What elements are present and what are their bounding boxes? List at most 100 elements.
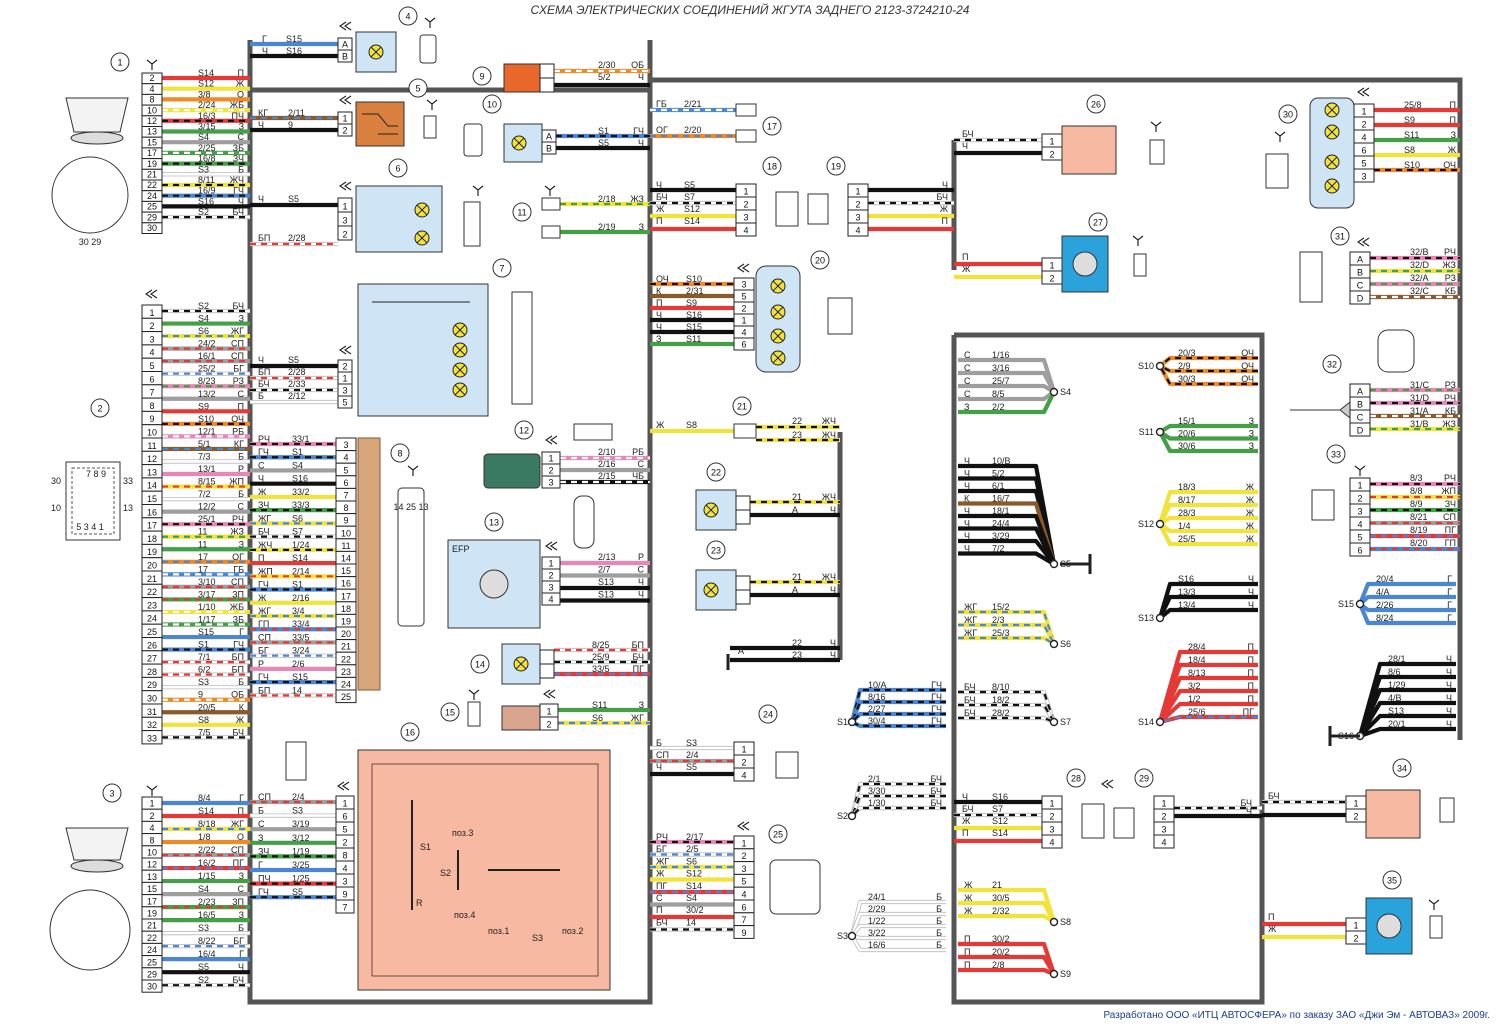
- wire-color-code: БЧ: [258, 527, 270, 537]
- wire-code: S1: [292, 580, 303, 590]
- wire-code: 2/5: [686, 844, 699, 854]
- wire-code: 14: [686, 917, 696, 927]
- pin-cell: [541, 592, 561, 606]
- component-number: 18: [767, 162, 777, 172]
- wire-code: S16: [292, 474, 308, 484]
- wire-code: 11: [198, 539, 207, 549]
- wire-core: [851, 806, 946, 817]
- pin-number: 1: [546, 707, 551, 717]
- pin-cell: [141, 222, 163, 235]
- wire-color-code: ЖЗ: [230, 527, 244, 537]
- wire-code: 15/2: [992, 602, 1010, 612]
- lamp-cross: [1326, 126, 1338, 138]
- splice-s4-wire: [958, 390, 1056, 402]
- wire-color-code: БЧ: [930, 774, 942, 784]
- component-number-badge: [514, 420, 534, 440]
- wire-code: S9: [1404, 115, 1415, 125]
- wire-color-code: ГЧ: [931, 692, 942, 702]
- block-8-face: [397, 487, 425, 627]
- wire-code: 20/5: [198, 702, 216, 712]
- pin-number: 32: [147, 720, 157, 730]
- wire-code: S8: [198, 715, 209, 725]
- pin-number: B: [546, 144, 552, 154]
- pin-number: 4: [1049, 838, 1054, 848]
- connector-10-pins: [541, 129, 557, 155]
- wire-code: 8/11: [198, 175, 215, 185]
- pin-number: 1: [743, 187, 748, 197]
- wire-color-code: Ч: [964, 469, 970, 479]
- wire-code: 8/19: [1410, 525, 1428, 535]
- pin-number: 9: [149, 414, 154, 424]
- connector-28-face-2: [1113, 807, 1135, 839]
- wire-code: 2/29: [868, 904, 886, 914]
- wire-color-code: БГ: [233, 364, 244, 374]
- component-number: 9: [479, 72, 484, 82]
- pin-cell: [733, 337, 755, 351]
- pin-number: 3: [1161, 825, 1166, 835]
- wire-color-code: З: [1249, 441, 1254, 451]
- connector-fork-icon: [468, 689, 480, 700]
- wire-color-code: БЧ: [232, 301, 244, 311]
- wire-code: А: [792, 505, 798, 515]
- pin-number: 12: [147, 860, 157, 870]
- wire-color-code: Ж: [1448, 145, 1457, 155]
- component-number-badge: [1392, 758, 1412, 778]
- pin-number: 8: [149, 95, 154, 105]
- pin-number: 1: [1353, 921, 1358, 931]
- component-number-badge: [482, 94, 502, 114]
- wire-color-code: П: [1450, 115, 1456, 125]
- wire-color-code: РБ: [632, 447, 644, 457]
- wire-color-code: Б: [238, 677, 244, 687]
- wire-color-code: Г: [239, 949, 244, 959]
- wire-color-code: С: [238, 389, 245, 399]
- wire-color-code: ЗЧ: [1445, 499, 1456, 509]
- wire-code: 31/С: [1410, 380, 1430, 390]
- pin-number: 4: [149, 348, 154, 358]
- splice-s2-node: [847, 811, 857, 821]
- wire-code: 1/30: [868, 798, 886, 808]
- wire-color-code: Ж: [1246, 495, 1255, 505]
- splice-s12-node: [1155, 519, 1165, 529]
- wire-color-code: БЧ: [258, 379, 270, 389]
- connector-29-pins: [1153, 795, 1175, 849]
- splice-s12-wire: [1158, 515, 1258, 526]
- pin-number: 1: [741, 838, 746, 848]
- pin-number: 14: [147, 481, 157, 491]
- connector-arrow-icon: [1357, 237, 1370, 247]
- wire-code: 13/3: [1178, 587, 1196, 597]
- splice-s8-wire: [958, 913, 1056, 924]
- wire-color-code: К: [239, 702, 245, 712]
- splice-s13-wire: [1158, 594, 1258, 619]
- pin-number: 24: [147, 191, 157, 201]
- splice-s16-wire: [1359, 726, 1456, 738]
- wire-color-code: ОБ: [631, 60, 644, 70]
- connector-13-pins: [541, 556, 561, 606]
- pin-number: 24: [147, 614, 157, 624]
- wire-code: 31/А: [1410, 406, 1429, 416]
- wire-color-code: З: [656, 334, 661, 344]
- wire-code: 28/1: [1388, 654, 1406, 664]
- wire-color-code: З: [1249, 429, 1254, 439]
- wire-color-code: З: [639, 222, 644, 232]
- pin-number: 13: [147, 467, 157, 477]
- wire-color-code: С: [238, 132, 245, 142]
- splice-s5-node: [1049, 559, 1059, 569]
- wire-code: S4: [686, 893, 697, 903]
- wire-code: 2/2: [992, 402, 1005, 412]
- wire-code: 25/9: [592, 652, 610, 662]
- component-number: 3: [109, 789, 114, 799]
- splice-s14-wire: [1158, 688, 1258, 724]
- splice-s3-label: S3: [837, 931, 848, 941]
- lamp-cross: [1326, 156, 1338, 168]
- wire-color-code: З: [239, 871, 244, 881]
- wire-core: [850, 935, 946, 952]
- wire-code: 2/17: [686, 832, 704, 842]
- wire-color-code: Ч: [830, 505, 836, 515]
- wire-code: S12: [686, 869, 702, 879]
- wire-color-code: БЧ: [632, 652, 644, 662]
- connector-22-pins: [735, 495, 751, 525]
- wire-color-code: СП: [231, 351, 244, 361]
- wire-color-code: ЖЧ: [822, 572, 836, 582]
- wire-code: 1/8: [198, 832, 211, 842]
- wire-color-code: ЧБ: [632, 471, 644, 481]
